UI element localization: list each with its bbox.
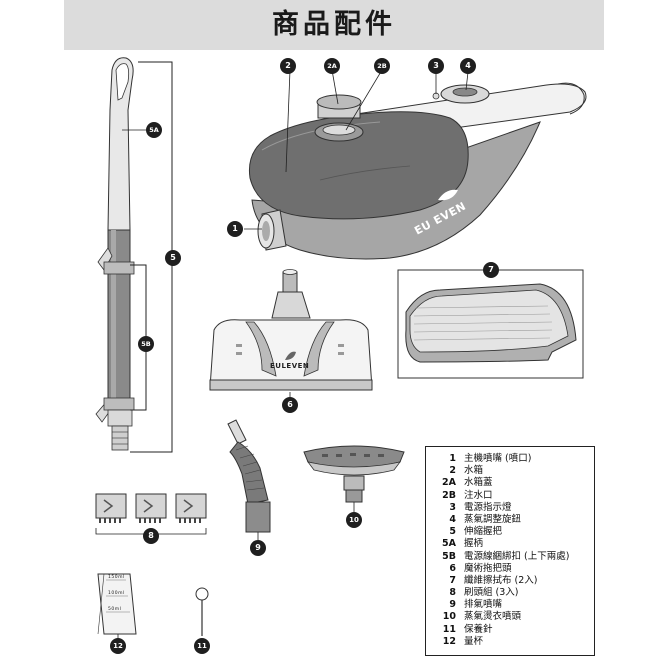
- brush-heads: [95, 493, 207, 535]
- parts-legend: 1 主機噴嘴 (噴口) 2 水箱 2A 水箱蓋 2B 注水口 3 電源指示燈 4 蒸氣調整旋鈕 5 伸縮握…: [425, 446, 595, 656]
- legend-item: 4 蒸氣調整旋鈕: [430, 514, 594, 526]
- cup-mark-150: 150ml: [108, 575, 125, 580]
- legend-item: 1 主機噴嘴 (噴口): [430, 453, 594, 465]
- callout-6: 6: [282, 397, 298, 413]
- legend-item-number: 9: [449, 599, 456, 611]
- legend-item-number: 4: [449, 513, 456, 525]
- legend-item-label: 握柄: [464, 538, 484, 550]
- callout-8: 8: [143, 528, 159, 544]
- legend-item: 2B 注水口: [430, 490, 594, 502]
- legend-item: 10 蒸氣燙衣噴頭: [430, 611, 594, 623]
- callout-5: 5: [165, 250, 181, 266]
- callout-2b: 2B: [374, 58, 390, 74]
- cleaning-pin: [195, 587, 209, 636]
- legend-item-label: 伸縮握把: [464, 526, 503, 538]
- legend-item-label: 主機噴嘴 (噴口): [464, 453, 532, 464]
- legend-item-label: 保養針: [464, 623, 493, 635]
- legend-item-number: 3: [449, 501, 456, 513]
- legend-item: 7 纖維擦拭布 (2入): [430, 575, 594, 587]
- measuring-cup: [97, 573, 137, 640]
- callout-12: 12: [110, 638, 126, 654]
- legend-item: 5B 電源線綑綁扣 (上下兩處): [430, 551, 594, 563]
- legend-item-number: 2: [449, 465, 456, 477]
- cup-mark-100: 100ml: [108, 591, 125, 596]
- legend-item: 5A 握柄: [430, 538, 594, 550]
- microfiber-cloth: [397, 269, 584, 379]
- legend-item-label: 電源指示燈: [464, 501, 512, 513]
- callout-9: 9: [250, 540, 266, 556]
- legend-item-number: 1: [449, 453, 456, 464]
- legend-item-label: 水箱蓋: [464, 477, 493, 489]
- legend-item-number: 10: [442, 611, 456, 623]
- legend-item: 9 排氣噴嘴: [430, 599, 594, 611]
- legend-item: 11 保養針: [430, 624, 594, 636]
- callout-2: 2: [280, 58, 296, 74]
- brand-logo-mop: EULEVEN: [270, 362, 310, 370]
- legend-item-label: 量杯: [464, 635, 484, 647]
- legend-item-label: 蒸氣燙衣噴頭: [464, 611, 522, 623]
- mop-head: [209, 269, 373, 398]
- legend-item-number: 5A: [442, 538, 456, 550]
- callout-11: 11: [194, 638, 210, 654]
- legend-item-number: 11: [442, 623, 456, 635]
- legend-item-number: 5B: [442, 550, 456, 562]
- exhaust-nozzle: [227, 419, 271, 540]
- callout-2a: 2A: [324, 58, 340, 74]
- callout-4: 4: [460, 58, 476, 74]
- callout-5a: 5A: [146, 122, 162, 138]
- legend-item-label: 電源線綑綁扣 (上下兩處): [464, 550, 570, 562]
- legend-item-label: 纖維擦拭布 (2入): [464, 574, 538, 586]
- legend-item-number: 5: [449, 526, 456, 538]
- legend-item-number: 2B: [442, 489, 456, 501]
- legend-item: 5 伸縮握把: [430, 526, 594, 538]
- legend-item-label: 水箱: [464, 465, 484, 477]
- legend-item-label: 注水口: [464, 489, 493, 501]
- legend-item-label: 排氣噴嘴: [464, 599, 503, 611]
- garment-steamer-head: [303, 445, 405, 512]
- callout-10: 10: [346, 512, 362, 528]
- legend-item: 2 水箱: [430, 465, 594, 477]
- main-unit: [244, 69, 587, 260]
- legend-item: 2A 水箱蓋: [430, 477, 594, 489]
- legend-item: 12 量杯: [430, 636, 594, 648]
- legend-item-number: 7: [449, 574, 456, 586]
- telescopic-handle: [95, 57, 173, 453]
- legend-item-label: 魔術拖把頭: [464, 562, 512, 574]
- callout-3: 3: [428, 58, 444, 74]
- legend-item: 6 魔術拖把頭: [430, 563, 594, 575]
- legend-item-number: 6: [449, 562, 456, 574]
- legend-item-number: 12: [442, 635, 456, 647]
- legend-item-label: 刷頭組 (3入): [464, 587, 519, 599]
- legend-item-number: 2A: [442, 477, 456, 489]
- page-title: 商品配件: [272, 9, 396, 40]
- callout-7: 7: [483, 262, 499, 278]
- cup-mark-50: 50ml: [108, 607, 122, 612]
- legend-item: 3 電源指示燈: [430, 502, 594, 514]
- header-bar: [64, 0, 604, 50]
- callout-5b: 5B: [138, 336, 154, 352]
- legend-item-label: 蒸氣調整旋鈕: [464, 513, 522, 525]
- callout-1: 1: [227, 221, 243, 237]
- legend-item: 8 刷頭組 (3入): [430, 587, 594, 599]
- legend-item-number: 8: [449, 587, 456, 599]
